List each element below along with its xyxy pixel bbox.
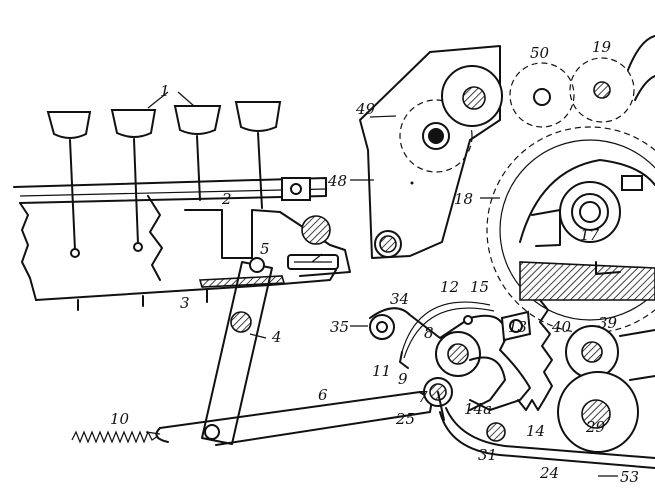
ref-label: 8 xyxy=(424,324,434,342)
upper-frame xyxy=(359,45,503,259)
ref-label: 7 xyxy=(418,388,428,406)
top-gears xyxy=(509,35,655,128)
ref-label: 6 xyxy=(318,386,328,404)
ref-label: 11 xyxy=(372,362,391,380)
ref-label: 40 xyxy=(551,318,572,336)
ref-label: 29 xyxy=(585,418,606,436)
sector-assembly xyxy=(369,301,532,411)
key-button xyxy=(234,101,282,209)
ref-label: 12 xyxy=(440,278,459,296)
ref-label: 48 xyxy=(327,172,347,190)
spring-10 xyxy=(71,430,159,444)
ref-label: 25 xyxy=(395,410,415,428)
key-button xyxy=(173,105,222,201)
ref-label: 5 xyxy=(260,240,270,258)
ref-label: 2 xyxy=(221,190,232,208)
ref-label: 18 xyxy=(454,190,473,208)
ref-label: 53 xyxy=(620,468,639,486)
ref-label: 13 xyxy=(508,318,527,336)
ref-label: 1 xyxy=(160,82,170,100)
pawl-14 xyxy=(423,356,545,442)
ref-label: 14 xyxy=(526,422,545,440)
ref-label: 3 xyxy=(180,294,190,312)
ref-label: 15 xyxy=(470,278,489,296)
key-buttons xyxy=(46,101,282,258)
reference-labels: 1 2 3 4 5 6 7 8 9 10 11 12 13 14 14a 15 … xyxy=(110,38,639,486)
ref-label: 50 xyxy=(530,44,550,62)
key-button xyxy=(110,109,157,252)
bar-24 xyxy=(439,407,655,469)
bottom-gears xyxy=(539,299,655,453)
ref-label: 17 xyxy=(580,226,600,244)
key-frame xyxy=(13,177,351,311)
ref-label: 4 xyxy=(271,328,282,346)
ref-label: 19 xyxy=(592,38,612,56)
leader-lines xyxy=(145,91,618,477)
ref-label: 10 xyxy=(110,410,130,428)
main-wheel xyxy=(486,126,655,334)
ref-label: 24 xyxy=(539,464,559,482)
ref-label: 39 xyxy=(598,314,618,332)
ref-label: 14a xyxy=(464,400,492,418)
link-6 xyxy=(155,391,433,446)
ref-label: 9 xyxy=(398,370,408,388)
ref-label: 35 xyxy=(330,318,349,336)
ref-label: 49 xyxy=(355,100,376,118)
ref-label: 34 xyxy=(390,290,409,308)
lever-4 xyxy=(201,257,273,445)
ref-label: 31 xyxy=(478,446,497,464)
